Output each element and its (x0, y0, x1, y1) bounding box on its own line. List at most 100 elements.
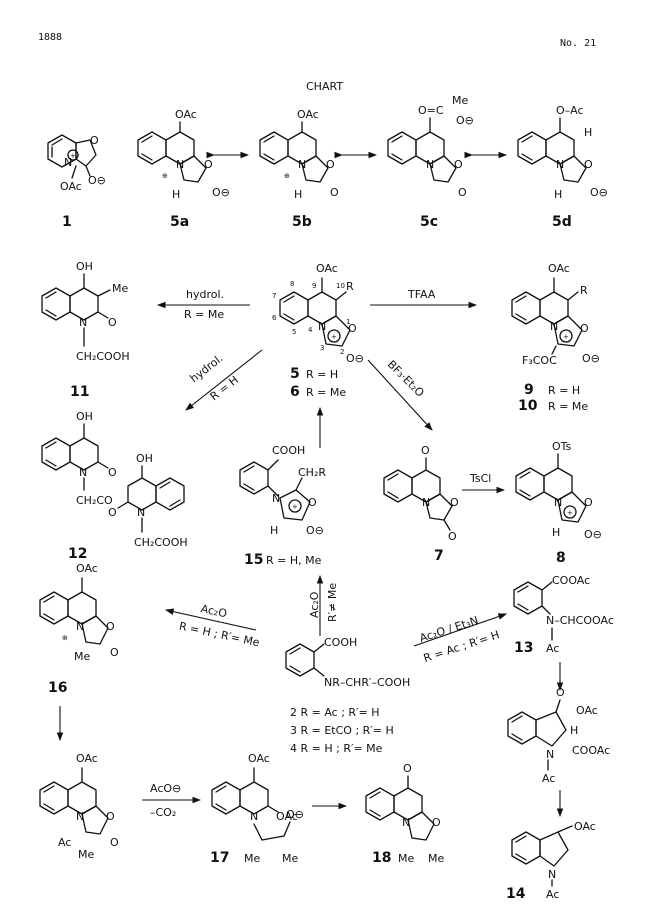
structure-label: OAc (248, 752, 270, 765)
structure-label: N (79, 466, 87, 479)
structure-label: O (326, 158, 335, 171)
structure-label: N (298, 158, 306, 171)
structure-label: Ac (546, 888, 559, 901)
structure-label: O (580, 322, 589, 335)
n-label: N (64, 156, 72, 169)
structure-label: Me (428, 852, 444, 865)
structure-label: O (403, 762, 412, 775)
structure-label: Me (398, 852, 414, 865)
structure-label: O⊖ (212, 186, 230, 199)
structure-label: hydrol. (186, 288, 224, 301)
structure-label: R = H, Me (266, 554, 322, 567)
compound-number: 5c (420, 214, 438, 230)
structure-label: Me (112, 282, 128, 295)
page-number: 1888 (38, 32, 62, 43)
structure-label: O (330, 186, 339, 199)
compound-number: 15 (244, 552, 263, 568)
compound-13: COOAc N–CHCOOAc Ac 13 (513, 574, 614, 656)
structure-label: N (250, 810, 258, 823)
compound-14: OAc N Ac 14 (506, 820, 596, 902)
structure-label: OH (136, 452, 153, 465)
structure-label: O⊖ (590, 186, 608, 199)
structure-label: Ac (58, 836, 71, 849)
structure-label: OAc (297, 108, 319, 121)
structure-label: Ac (542, 772, 555, 785)
structure-label: O (110, 646, 119, 659)
structure-label: H (554, 188, 562, 201)
issue-number: No. 21 (560, 38, 596, 49)
structure-label: COOAc (552, 574, 590, 587)
structure-label: CH₂COOH (134, 536, 188, 549)
compound-number: 5d (552, 214, 572, 230)
structure-label: N (76, 810, 84, 823)
structure-label: O (432, 816, 441, 829)
compound-number: 17 (210, 850, 229, 866)
structure-label: 6 (272, 314, 277, 322)
structure-label: O (448, 530, 457, 543)
structure-label: N (554, 496, 562, 509)
structure-label: OAc (76, 752, 98, 765)
structure-label: N (402, 816, 410, 829)
structure-label: TFAA (407, 288, 436, 301)
structure-label: ⊕ (62, 634, 68, 642)
structure-label: 10 (518, 398, 538, 414)
structure-label: hydrol. (188, 352, 226, 386)
compound-15: COOH + CH₂R O O⊖ H N 15 R = H, Me (239, 444, 326, 568)
structure-label: 2 R = Ac ; R′= H (290, 706, 380, 719)
compound-13b: O OAc H COOAc N Ac (507, 686, 610, 785)
structure-label: N (76, 620, 84, 633)
structure-label: N (546, 748, 554, 761)
structure-label: O⊖ (584, 528, 602, 541)
compound-number: 5b (292, 214, 312, 230)
structure-label: 7 (272, 292, 276, 300)
structure-label: OAc (276, 810, 298, 823)
structure-label: N–CHCOOAc (546, 614, 614, 627)
structure-label: CH₂R (298, 466, 326, 479)
structure-label: O (204, 158, 213, 171)
structure-label: O (421, 444, 430, 457)
structure-label: O (454, 158, 463, 171)
structure-label: O (584, 158, 593, 171)
structure-label: H (294, 188, 302, 201)
structure-label: F₃COC (522, 354, 557, 367)
structure-label: O (108, 466, 117, 479)
structure-label: AcO⊖ (150, 782, 181, 795)
compound-5b: OAc O O H N ⊕ 5b (259, 108, 339, 230)
structure-label: H (172, 188, 180, 201)
structure-label: Me (282, 852, 298, 865)
compound-11: OH Me O N CH₂COOH 11 (41, 260, 130, 400)
structure-label: 5 (292, 328, 296, 336)
structure-label: R = H (208, 373, 241, 403)
structure-label: N (422, 496, 430, 509)
structure-label: Ac₂O (200, 602, 229, 620)
structure-label: 9 (524, 382, 534, 398)
structure-label: ⊕ (162, 172, 168, 180)
structure-label: Me (78, 848, 94, 861)
structure-label: TsCl (469, 472, 491, 485)
structure-label: OH (76, 260, 93, 273)
structure-label: N (137, 506, 145, 519)
structure-label: N (548, 868, 556, 881)
structure-label: NR–CHR′–COOH (324, 676, 410, 689)
structure-label: 6 (290, 384, 300, 400)
structure-label: N (176, 158, 184, 171)
structure-label: 10 (336, 282, 345, 290)
compound-number: 5a (170, 214, 189, 230)
compound-2-4: COOH NR–CHR′–COOH 2 R = Ac ; R′= H 3 R =… (285, 636, 410, 755)
structure-label: N (550, 320, 558, 333)
structure-label: N (426, 158, 434, 171)
structure-label: 4 R = H ; R′= Me (290, 742, 383, 755)
structure-label: 3 (320, 344, 324, 352)
compound-18: O O N Me Me 18 (365, 762, 444, 866)
structure-label: O (348, 322, 357, 335)
structure-label: OAc (60, 180, 82, 193)
structure-label: O (108, 316, 117, 329)
structure-label: R = H ; R′= Me (178, 620, 261, 650)
structure-label: COOH (324, 636, 357, 649)
compound-number: 16 (48, 680, 67, 696)
structure-label: O (106, 810, 115, 823)
compound-number: 14 (506, 886, 526, 902)
structure-label: O=C (418, 104, 444, 117)
structure-label: R (346, 280, 354, 293)
